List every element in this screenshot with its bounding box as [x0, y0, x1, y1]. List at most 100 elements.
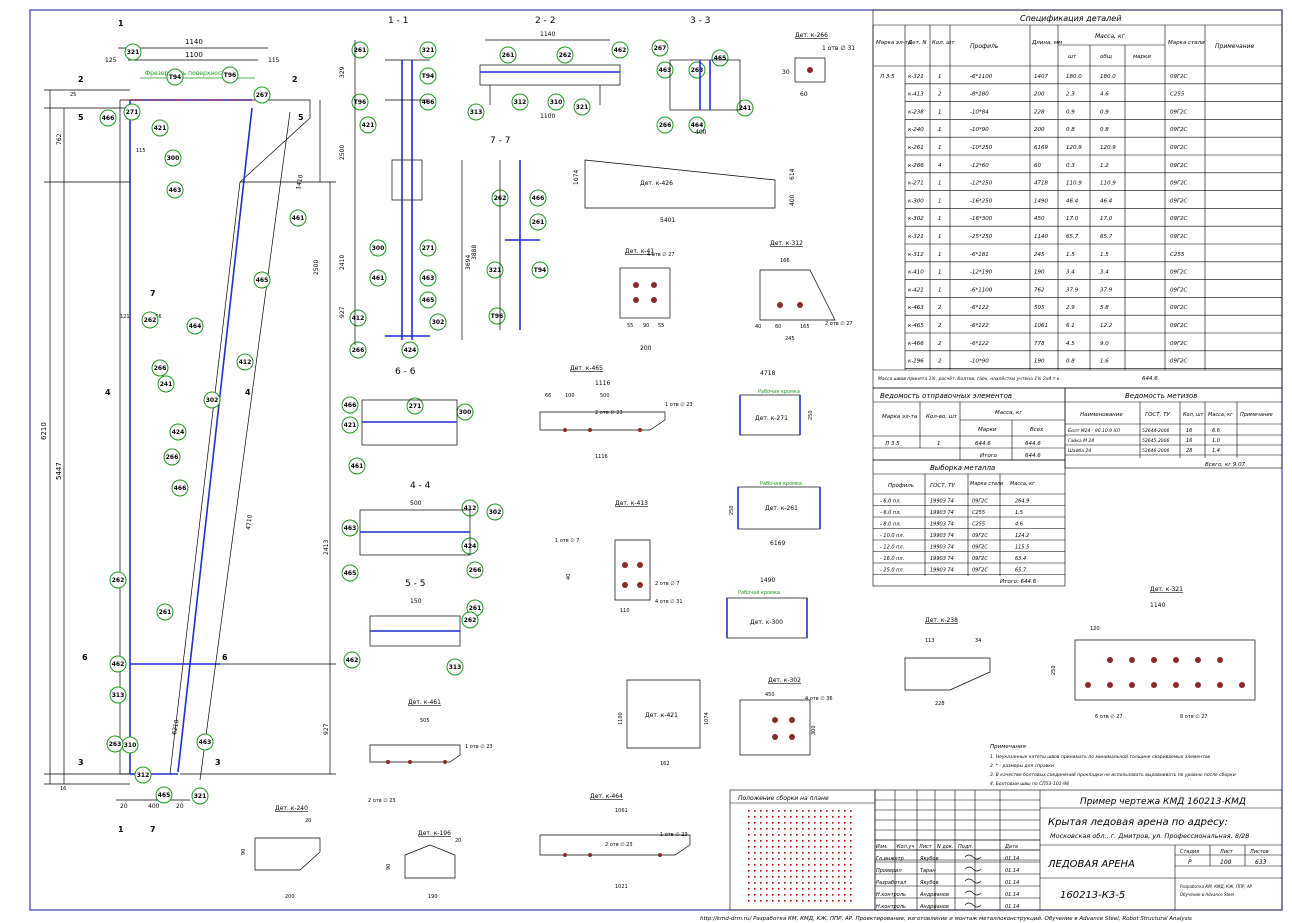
- tb-name: ЛЕДОВАЯ АРЕНА: [1047, 859, 1135, 870]
- svg-text:310: 310: [550, 99, 563, 106]
- svg-text:424: 424: [172, 429, 185, 436]
- svg-text:09Г2С: 09Г2С: [972, 545, 988, 551]
- svg-text:- 6.0 пл.: - 6.0 пл.: [880, 499, 901, 505]
- svg-text:463: 463: [659, 67, 672, 74]
- svg-text:Обучение в Advance Steel: Обучение в Advance Steel: [1180, 892, 1235, 897]
- svg-text:90: 90: [241, 849, 247, 855]
- svg-text:Дет. к-312: Дет. к-312: [770, 240, 803, 247]
- position-balloon: 461: [369, 269, 387, 287]
- position-balloon: 463: [419, 269, 437, 287]
- position-balloon: 313: [109, 686, 127, 704]
- svg-text:С255: С255: [1170, 92, 1185, 98]
- svg-text:Примечание: Примечание: [1215, 43, 1254, 50]
- position-balloon: T96: [221, 66, 239, 84]
- svg-text:2 - 2: 2 - 2: [535, 16, 555, 26]
- svg-text:200: 200: [285, 894, 295, 900]
- title-block: Пример чертежа КМД 160213-КМД Крытая лед…: [874, 789, 1283, 911]
- svg-text:Дет. к-240: Дет. к-240: [275, 805, 308, 812]
- svg-text:Разработка КМ, КМД, КЖ, ППР, А: Разработка КМ, КМД, КЖ, ППР, АР: [1180, 884, 1253, 889]
- svg-text:17.0: 17.0: [1100, 216, 1113, 222]
- svg-text:2: 2: [938, 92, 942, 98]
- svg-text:261: 261: [502, 52, 515, 59]
- svg-text:450: 450: [1034, 216, 1045, 222]
- svg-text:200: 200: [1034, 92, 1045, 98]
- svg-text:09Г2С: 09Г2С: [1170, 234, 1188, 240]
- svg-text:09Г2С: 09Г2С: [1170, 216, 1188, 222]
- svg-text:228: 228: [1034, 109, 1045, 115]
- svg-text:463: 463: [199, 739, 212, 746]
- position-balloon: 461: [348, 457, 366, 475]
- detail-k302: Дет. к-302 450 300 4 отв ∅ 36: [739, 677, 833, 756]
- svg-text:465: 465: [344, 570, 357, 577]
- svg-text:С255: С255: [1170, 252, 1185, 258]
- svg-text:5: 5: [78, 113, 84, 122]
- svg-text:1100: 1100: [540, 113, 555, 120]
- section-7-7: 7 - 7 3888: [471, 136, 540, 330]
- svg-text:55: 55: [658, 323, 664, 329]
- svg-text:3: 3: [78, 758, 84, 767]
- svg-text:12.2: 12.2: [1100, 323, 1113, 329]
- svg-text:к-421: к-421: [908, 287, 924, 293]
- svg-text:266: 266: [166, 454, 179, 461]
- detail-k461: Дет. к-461 505 1 отв ∅ 23 2 отв ∅ 23: [368, 699, 493, 804]
- svg-text:2: 2: [938, 323, 942, 329]
- svg-text:- 12.0 пл.: - 12.0 пл.: [880, 545, 904, 551]
- svg-text:1: 1: [938, 109, 942, 115]
- svg-text:46.4: 46.4: [1066, 198, 1079, 204]
- svg-text:1116: 1116: [595, 380, 610, 387]
- section-2-2: 2 - 2 1140 1100: [479, 16, 621, 120]
- svg-text:1.2: 1.2: [1100, 163, 1109, 169]
- position-balloon: T94: [531, 261, 549, 279]
- position-balloon: 465: [711, 49, 729, 67]
- svg-text:180.0: 180.0: [1100, 74, 1116, 80]
- svg-text:614: 614: [789, 168, 796, 180]
- svg-text:1: 1: [938, 181, 942, 187]
- detail-k238: Дет. к-238 228 113 34: [904, 617, 991, 707]
- section-3-3: 3 - 3 400: [669, 16, 741, 136]
- footer-url-line: http://kmd-drm.ru/ Разработка КМ, КМД, К…: [700, 916, 1192, 922]
- mill-surface-label: Фрезеровать поверхность: [145, 70, 229, 77]
- svg-text:644.6: 644.6: [1025, 441, 1041, 447]
- svg-text:ГОСТ, ТУ: ГОСТ, ТУ: [930, 483, 955, 489]
- position-balloon: 466: [171, 479, 189, 497]
- bolt-hole: [1129, 657, 1135, 663]
- svg-text:1 отв ∅ 7: 1 отв ∅ 7: [555, 538, 579, 544]
- svg-text:Андрианов: Андрианов: [919, 904, 949, 910]
- svg-text:166: 166: [780, 258, 790, 264]
- svg-text:313: 313: [449, 664, 462, 671]
- bolt-hole: [1173, 682, 1179, 688]
- svg-text:633: 633: [1255, 859, 1267, 866]
- svg-text:4.6: 4.6: [1100, 92, 1109, 98]
- svg-text:С255: С255: [972, 522, 985, 528]
- svg-text:424: 424: [404, 347, 417, 354]
- svg-text:T96: T96: [354, 99, 366, 106]
- position-balloon: 462: [109, 655, 127, 673]
- svg-text:-16*300: -16*300: [970, 216, 993, 222]
- svg-text:1.5: 1.5: [1015, 510, 1023, 516]
- bolt-hole: [1217, 682, 1223, 688]
- detail-k266: Дет. к-266 60 30 1 отв ∅ 31: [782, 32, 855, 98]
- svg-text:Дет. к-302: Дет. к-302: [768, 677, 801, 684]
- svg-text:Дет. к-266: Дет. к-266: [795, 32, 828, 39]
- svg-text:190: 190: [1034, 270, 1045, 276]
- detail-drawings: Дет. к-266 60 30 1 отв ∅ 31 Дет. к-426 5…: [241, 32, 1256, 900]
- svg-text:644.6: 644.6: [975, 441, 991, 447]
- svg-text:к-261: к-261: [908, 145, 924, 151]
- svg-text:4 отв ∅ 27: 4 отв ∅ 27: [647, 252, 675, 258]
- svg-text:412: 412: [239, 359, 252, 366]
- section-5-5: 5 - 5 150: [369, 579, 461, 647]
- svg-text:Р: Р: [1188, 859, 1192, 866]
- svg-text:Дет. к-321: Дет. к-321: [1150, 586, 1183, 593]
- svg-text:321: 321: [127, 49, 140, 56]
- svg-text:644.6: 644.6: [1025, 453, 1041, 459]
- svg-text:5401: 5401: [660, 217, 675, 224]
- svg-text:6: 6: [222, 653, 228, 662]
- position-balloon: T94: [419, 67, 437, 85]
- svg-text:1140: 1140: [1034, 234, 1048, 240]
- svg-text:T94: T94: [169, 74, 181, 81]
- svg-text:Гл.инжетр: Гл.инжетр: [876, 856, 904, 862]
